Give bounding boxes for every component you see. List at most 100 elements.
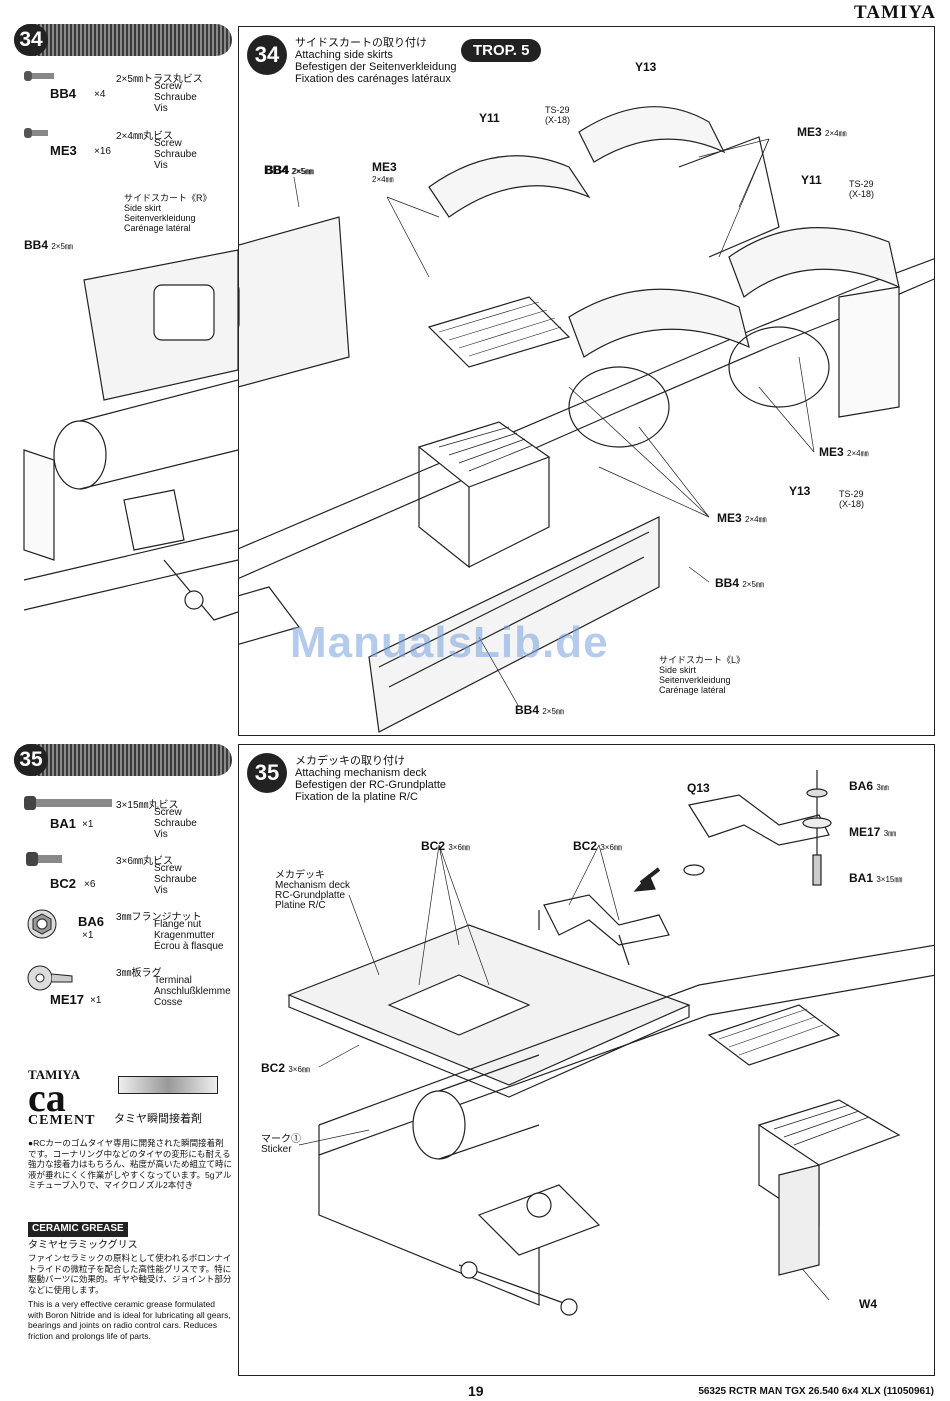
tr-de: Schraube	[154, 149, 197, 160]
label-bb4-skirt-r: BB4 2×5㎜	[24, 238, 73, 252]
label-size: 2×4㎜	[372, 175, 394, 184]
part-qty: ×4	[94, 89, 106, 100]
part-code: BA6	[78, 914, 105, 929]
label-size: 3×6㎜	[448, 843, 470, 852]
part-code: BA1	[50, 816, 77, 831]
label-bc2-bottom: BC2 3×6㎜	[261, 1061, 310, 1075]
label-text: ME17	[849, 825, 881, 839]
part-qty: ×6	[84, 879, 96, 890]
tr-en: Screw	[154, 807, 182, 818]
label-size: 2×4㎜	[825, 129, 847, 138]
label-jp: マーク①	[261, 1134, 301, 1145]
screw-icon	[24, 128, 48, 138]
title-en: Attaching side skirts	[295, 49, 393, 61]
watermark: ManualsLib.de	[290, 618, 609, 667]
tr-fr: Vis	[154, 885, 168, 896]
title-jp: メカデッキの取り付け	[295, 755, 405, 767]
part-jp: 3㎜板ラグ	[116, 968, 162, 979]
label-y11-right: Y11	[801, 173, 822, 187]
step35-assembly-drawing	[287, 770, 934, 1316]
sticker-label: マーク① Sticker	[261, 1135, 301, 1155]
label-ts29-right: TS-29 (X-18)	[849, 179, 874, 199]
tr-fr: Vis	[154, 103, 168, 114]
label-ba6: BA6 3㎜	[849, 779, 889, 793]
label-size: 2×4㎜	[745, 515, 767, 524]
label-text: BC2	[573, 839, 598, 853]
title-en: Attaching mechanism deck	[295, 767, 427, 779]
step34-header-bar: 34	[14, 24, 232, 56]
grease-description-en: This is a very effective ceramic grease …	[28, 1299, 231, 1341]
label-size: 3×6㎜	[600, 843, 622, 852]
part-translations: Terminal Anschlußklemme Cosse	[154, 975, 231, 1008]
tr-fr: Vis	[154, 829, 168, 840]
part-qty: ×16	[94, 146, 111, 157]
label-text: BA6	[849, 779, 874, 793]
tr-en: Screw	[154, 138, 182, 149]
label-text: ME3	[372, 160, 397, 174]
tr-de: Schraube	[154, 818, 197, 829]
brand-logo: TAMIYA	[853, 2, 936, 23]
part-qty: ×1	[82, 930, 94, 941]
label-y13-top: Y13	[635, 60, 657, 74]
page-number: 19	[468, 1383, 484, 1399]
screw-icon	[24, 71, 54, 81]
tr-en: Flange nut	[154, 919, 202, 930]
label-de: Seitenverkleidung	[124, 213, 196, 223]
footer-code: 56325 RCTR MAN TGX 26.540 6x4 XLX (11050…	[698, 1386, 934, 1397]
label-bc2-right: BC2 3×6㎜	[573, 839, 622, 853]
cement-name: タミヤ瞬間接着剤	[114, 1113, 202, 1125]
step35-badge: 35	[247, 753, 287, 793]
label-size: 2×5㎜	[542, 707, 564, 716]
label-en: Sticker	[261, 1144, 292, 1155]
label-size: 3×6㎜	[288, 1065, 310, 1074]
label-jp: サイドスカート《L》	[659, 655, 746, 665]
label-size: 2×5㎜	[292, 167, 314, 176]
cement-logo-bottom: CEMENT	[28, 1113, 96, 1128]
screw-icon	[24, 796, 112, 810]
label-size: 2×5㎜	[51, 242, 73, 251]
terminal-lug-icon	[27, 965, 73, 991]
label-ref: (X-18)	[849, 189, 875, 199]
cement-info-box: TAMIYA ca CEMENT タミヤ瞬間接着剤 ●RCカーのゴムタイヤ専用に…	[28, 1068, 232, 1191]
step34-chassis-left-drawing	[23, 249, 239, 621]
step35-title: メカデッキの取り付け Attaching mechanism deck Befe…	[295, 755, 446, 803]
label-ba1: BA1 3×15㎜	[849, 871, 902, 885]
part-me17: ME17 ×1 3㎜板ラグ Terminal Anschlußklemme Co…	[16, 964, 232, 1016]
label-text: TS-29	[545, 105, 570, 115]
tr-fr: Vis	[154, 160, 168, 171]
label-bb4-skirt-l: BB4 2×5㎜	[715, 576, 764, 590]
tr-en: Screw	[154, 863, 182, 874]
step35-number: 35	[14, 744, 48, 776]
label-bc2-left: BC2 3×6㎜	[421, 839, 470, 853]
label-jp: メカデッキ	[275, 870, 325, 881]
tr-de: Schraube	[154, 874, 197, 885]
side-skirt-r-caption: サイドスカート《R》 Side skirt Seitenverkleidung …	[124, 193, 212, 233]
label-text: BB4	[515, 703, 540, 717]
part-code: BC2	[50, 876, 77, 891]
part-translations: Screw Schraube Vis	[154, 138, 197, 171]
label-ref: (X-18)	[839, 499, 865, 509]
label-text: BB4	[265, 163, 290, 177]
label-fr: Carénage latéral	[124, 223, 191, 233]
label-text: ME3	[819, 445, 844, 459]
label-text: BC2	[421, 839, 446, 853]
part-qty: ×1	[82, 819, 94, 830]
mech-deck-label: メカデッキ Mechanism deck RC-Grundplatte Plat…	[275, 871, 350, 911]
flange-nut-icon	[27, 909, 57, 939]
label-text: TS-29	[839, 489, 864, 499]
label-size: 2×5㎜	[742, 580, 764, 589]
part-ba6: BA6 ×1 3㎜フランジナット Flange nut Kragenmutter…	[16, 908, 232, 960]
part-translations: Flange nut Kragenmutter Écrou à flasque	[154, 919, 224, 952]
grease-info-box: CERAMIC GREASE タミヤセラミックグリス ファインセラミックの原料と…	[28, 1222, 232, 1341]
step34-number: 34	[14, 24, 48, 56]
part-bc2: BC2 ×6 3×6㎜丸ビス Screw Schraube Vis	[16, 852, 232, 902]
label-me3-left: ME3 2×4㎜	[372, 160, 397, 185]
part-code: BB4	[50, 86, 77, 101]
part-me3: ME3 ×16 2×4㎜丸ビス Screw Schraube Vis	[16, 127, 232, 177]
label-ts29-top: TS-29 (X-18)	[545, 105, 570, 125]
part-jp: 2×4㎜丸ビス	[116, 131, 173, 142]
part-ba1: BA1 ×1 3×15㎜丸ビス Screw Schraube Vis	[16, 796, 232, 846]
part-bb4: BB4 ×4 2×5㎜トラス丸ビス Screw Schraube Vis	[16, 70, 232, 120]
part-jp: 3㎜フランジナット	[116, 912, 202, 923]
part-translations: Screw Schraube Vis	[154, 81, 197, 114]
